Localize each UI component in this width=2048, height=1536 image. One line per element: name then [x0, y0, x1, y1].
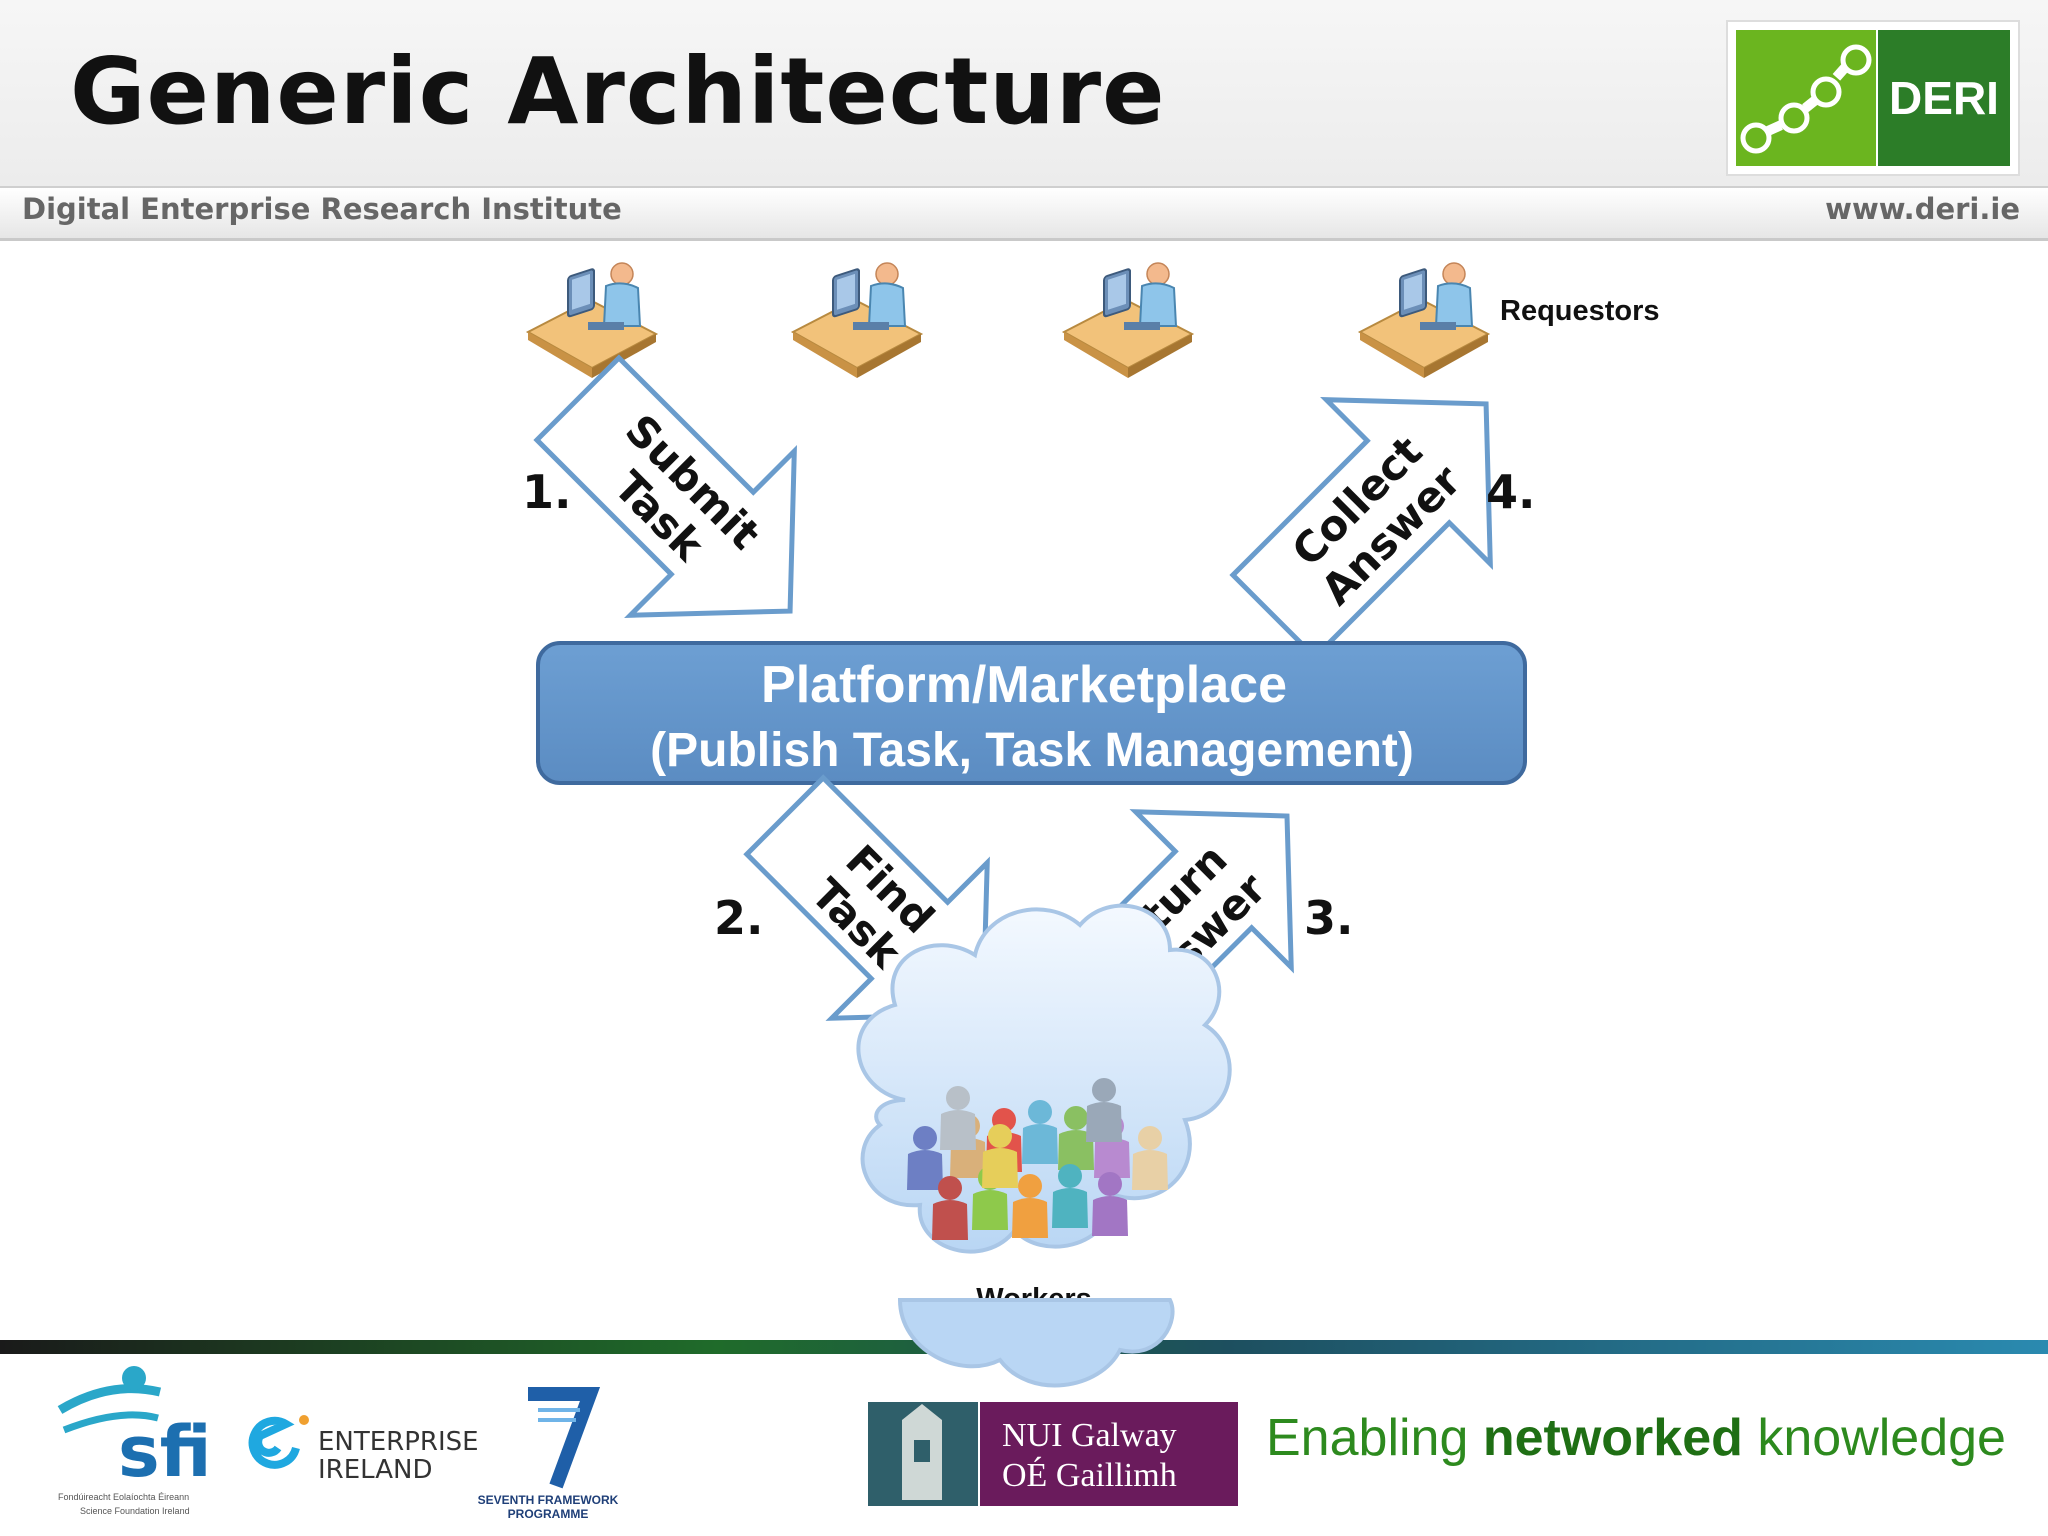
workers-cloud-tail	[897, 1298, 1175, 1388]
institute-name: Digital Enterprise Research Institute	[22, 192, 622, 226]
tagline-emphasis: networked	[1482, 1409, 1743, 1467]
platform-subtitle: (Publish Task, Task Management)	[650, 724, 1414, 777]
tagline-suffix: knowledge	[1742, 1409, 2006, 1467]
sfi-subtext-1: Fondúireacht Eolaíochta Éireann	[58, 1492, 189, 1502]
step-2-number: 2.	[714, 891, 763, 945]
fp7-line2: PROGRAMME	[508, 1507, 589, 1521]
nui-galway-line1: NUI Galway	[1002, 1417, 1177, 1454]
step-3-number: 3.	[1304, 891, 1353, 945]
enterprise-ireland-line2: IRELAND	[318, 1455, 433, 1485]
slide-title: Generic Architecture	[70, 38, 1166, 145]
step-4-number: 4.	[1486, 465, 1535, 519]
deri-logo: DERI	[1726, 20, 2020, 176]
nui-galway-line2: OÉ Gaillimh	[1002, 1457, 1177, 1494]
tagline: Enabling networked knowledge	[1266, 1408, 2006, 1468]
deri-logo-graphic: DERI	[1736, 30, 2010, 166]
slide-header	[0, 0, 2048, 186]
step-1-number: 1.	[522, 465, 571, 519]
requestors-label: Requestors	[1500, 295, 1660, 327]
fp7-logo: SEVENTH FRAMEWORK PROGRAMME	[478, 1387, 619, 1521]
sfi-subtext-2: Science Foundation Ireland	[80, 1506, 190, 1516]
fp7-line1: SEVENTH FRAMEWORK	[478, 1493, 619, 1507]
platform-box	[536, 641, 1527, 785]
enterprise-ireland-line1: ENTERPRISE	[318, 1427, 479, 1457]
enterprise-ireland-logo: ENTERPRISE IRELAND	[248, 1415, 479, 1485]
institute-url[interactable]: www.deri.ie	[1825, 192, 2020, 226]
sfi-logo-text: sfi	[118, 1411, 212, 1493]
platform-title: Platform/Marketplace	[761, 656, 1287, 714]
sfi-logo: sfi Fondúireacht Eolaíochta Éireann Scie…	[57, 1366, 212, 1516]
deri-logo-text: DERI	[1889, 72, 1999, 124]
nui-galway-logo: NUI Galway OÉ Gaillimh	[868, 1402, 1238, 1506]
institute-bar	[0, 186, 2048, 241]
tagline-prefix: Enabling	[1266, 1409, 1483, 1467]
